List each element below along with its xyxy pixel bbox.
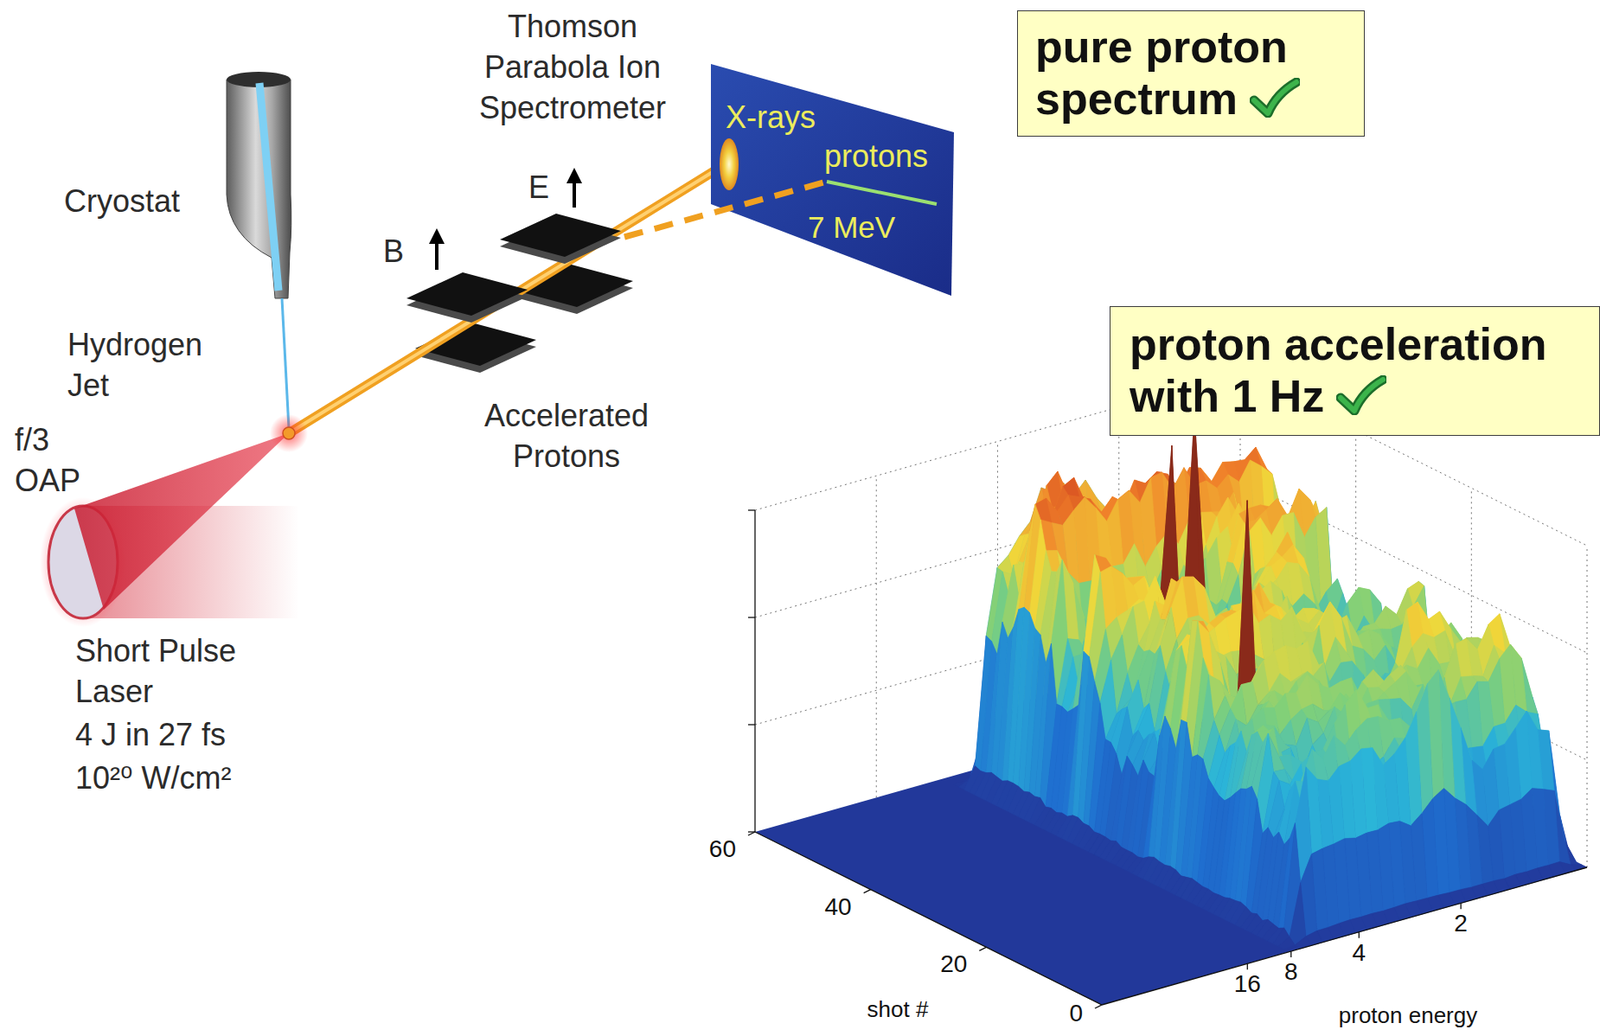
callout-text: pure proton spectrum bbox=[1035, 21, 1288, 124]
axis-line bbox=[1459, 902, 1461, 909]
check-mark-outline bbox=[1254, 82, 1297, 114]
axis-line bbox=[1101, 867, 1588, 1005]
screen-face bbox=[710, 64, 954, 296]
axis-tick-label: 8 bbox=[1284, 960, 1299, 985]
axis-line bbox=[748, 616, 756, 618]
axis-line bbox=[748, 723, 756, 725]
electrode-plate bbox=[499, 213, 621, 257]
magnet-plate bbox=[406, 272, 528, 316]
laser-parameter: 4 J in 27 fs bbox=[75, 715, 226, 756]
axis-line bbox=[1094, 1004, 1102, 1009]
part-label: f/3 OAP bbox=[14, 420, 97, 502]
xray-spot bbox=[719, 138, 739, 191]
result-callout: proton acceleration with 1 Hz bbox=[1109, 306, 1600, 436]
surface-plot bbox=[748, 372, 1588, 1009]
axis-tick-label: 16 bbox=[1234, 972, 1261, 997]
axis-line bbox=[755, 832, 1102, 1005]
check-mark-fill bbox=[1340, 379, 1383, 411]
check-mark bbox=[1249, 77, 1300, 118]
axis-line bbox=[979, 947, 986, 951]
check-mark-fill bbox=[1254, 82, 1297, 114]
axis-tick-label: 20 bbox=[940, 952, 967, 977]
deflected-beam bbox=[624, 181, 827, 237]
axis-tick-label: 60 bbox=[709, 837, 736, 862]
axis-line bbox=[748, 509, 756, 511]
part-label: Cryostat bbox=[64, 183, 180, 219]
field-label: B bbox=[383, 233, 404, 269]
check-mark bbox=[1336, 375, 1387, 416]
beam-label: Accelerated Protons bbox=[462, 396, 671, 478]
laser-focus bbox=[282, 427, 295, 440]
result-callout: pure proton spectrum bbox=[1017, 10, 1365, 137]
callout-text: proton acceleration with 1 Hz bbox=[1129, 319, 1548, 422]
axis-tick-label: 2 bbox=[1453, 911, 1468, 936]
check-mark-outline bbox=[1340, 379, 1383, 411]
field-label: E bbox=[528, 169, 550, 205]
axis-line bbox=[1247, 963, 1248, 970]
axis-tick-label: 40 bbox=[825, 895, 852, 920]
proton-beam-core bbox=[288, 163, 727, 434]
signal-label: X-rays bbox=[725, 99, 816, 135]
hydrogen-jet bbox=[281, 298, 289, 429]
energy-label: 7 MeV bbox=[807, 210, 896, 245]
callout-text-block: pure proton spectrum bbox=[1035, 21, 1347, 126]
hydrogen-channel bbox=[259, 83, 279, 291]
part-label: Hydrogen Jet bbox=[67, 325, 241, 407]
detector-screen: X-raysprotons 7 MeV bbox=[710, 64, 955, 298]
axis-line bbox=[1358, 932, 1360, 939]
axis-title: shot # bbox=[867, 997, 929, 1024]
axis-tick-label: 4 bbox=[1352, 940, 1367, 966]
axis-line bbox=[748, 832, 756, 836]
laser-parameter: 10²⁰ W/cm² bbox=[75, 758, 231, 800]
screen-shape bbox=[710, 64, 955, 298]
surface-facet bbox=[1289, 883, 1306, 946]
plot-floor bbox=[755, 694, 1588, 1005]
axis-line bbox=[754, 510, 756, 832]
axis-line bbox=[1290, 951, 1292, 958]
focusing-cone bbox=[74, 433, 289, 610]
focus-glow bbox=[269, 414, 308, 453]
axis-tick-label: 0 bbox=[1068, 1001, 1083, 1026]
axis-title: proton energy bbox=[1338, 1003, 1478, 1030]
field-arrow-head bbox=[566, 167, 583, 184]
axis-line bbox=[864, 889, 871, 894]
grid-line bbox=[1587, 545, 1588, 868]
part-label: Short Pulse Laser bbox=[75, 631, 262, 713]
callout-text-block: proton acceleration with 1 Hz bbox=[1129, 319, 1581, 423]
proton-beam bbox=[288, 163, 727, 434]
grid-line bbox=[876, 475, 877, 798]
signal-label: protons bbox=[824, 138, 928, 174]
field-arrow-head bbox=[428, 228, 445, 244]
proton-trace bbox=[826, 181, 937, 205]
cryostat-body bbox=[226, 79, 292, 299]
instrument-label: Thomson Parabola Ion Spectrometer bbox=[464, 6, 681, 128]
surface-facet bbox=[1278, 936, 1295, 949]
